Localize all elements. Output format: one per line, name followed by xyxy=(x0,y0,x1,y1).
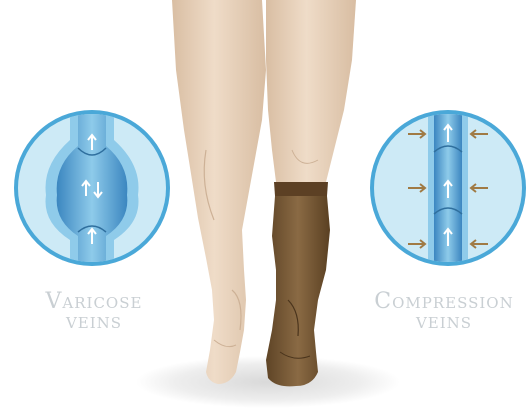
compression-vein-circle xyxy=(370,110,526,270)
compression-caption-line2: veins xyxy=(356,313,532,333)
stocking-leg xyxy=(266,0,356,386)
compression-caption-line1: Compression xyxy=(356,292,532,313)
varicose-caption-line2: veins xyxy=(20,313,168,333)
varicose-veins-caption: Varicose veins xyxy=(20,292,168,333)
varicose-vein-circle xyxy=(14,110,170,270)
bare-leg xyxy=(172,0,266,384)
compression-veins-caption: Compression veins xyxy=(356,292,532,333)
varicose-caption-line1: Varicose xyxy=(20,292,168,313)
